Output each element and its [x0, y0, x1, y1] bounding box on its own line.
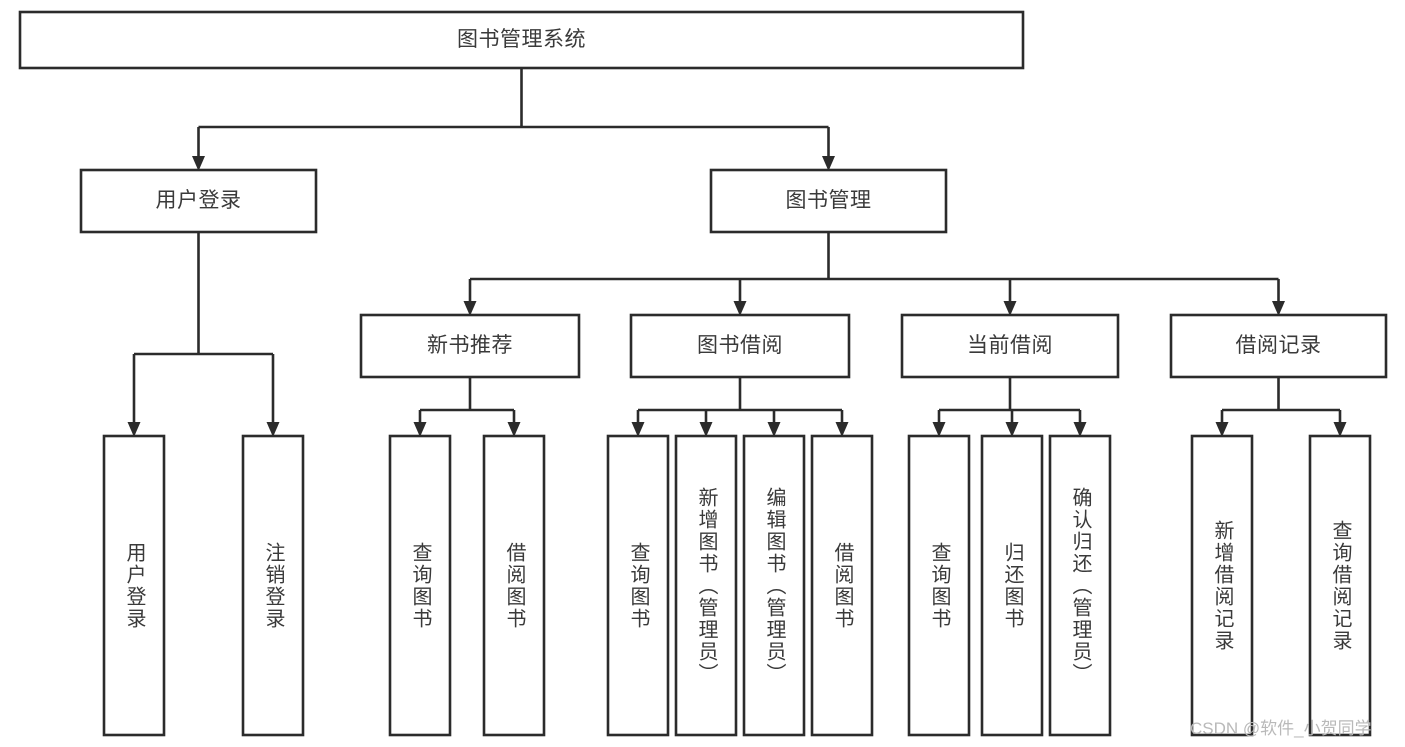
edge-arrowhead-book-management — [822, 156, 835, 171]
edge-group-from-book-management — [463, 232, 1285, 316]
node-box-root[interactable] — [18, 10, 1025, 70]
node-box-leaf-query-book-1[interactable] — [388, 434, 452, 737]
node-box-leaf-borrow-book-1[interactable] — [482, 434, 546, 737]
node-box-book-management[interactable] — [709, 168, 948, 234]
node-box-leaf-query-record[interactable] — [1308, 434, 1372, 737]
edge-arrowhead-leaf-query-book-3 — [932, 422, 946, 437]
edge-arrowhead-leaf-user-login — [127, 422, 141, 437]
node-box-borrow-record[interactable] — [1169, 313, 1388, 379]
node-box-current-borrow[interactable] — [900, 313, 1120, 379]
edge-arrowhead-leaf-return-book — [1005, 422, 1019, 437]
edge-group-from-borrow-record — [1215, 377, 1347, 437]
edge-group-from-user-login — [127, 232, 280, 437]
edge-arrowhead-leaf-query-record — [1333, 422, 1347, 437]
edge-group-from-current-borrow — [932, 377, 1087, 437]
edge-arrowhead-book-borrow — [733, 301, 747, 316]
node-layer — [18, 10, 1388, 737]
node-box-leaf-add-book[interactable] — [674, 434, 738, 737]
node-box-user-login[interactable] — [79, 168, 318, 234]
edge-arrowhead-leaf-logout — [266, 422, 280, 437]
edge-arrowhead-leaf-borrow-book-1 — [507, 422, 521, 437]
node-box-leaf-query-book-3[interactable] — [907, 434, 971, 737]
node-box-leaf-user-login[interactable] — [102, 434, 166, 737]
edge-arrowhead-leaf-query-book-2 — [631, 422, 645, 437]
edge-arrowhead-user-login — [192, 156, 205, 171]
edge-layer — [127, 68, 1347, 437]
node-box-book-borrow[interactable] — [629, 313, 851, 379]
node-box-new-book-recommend[interactable] — [359, 313, 581, 379]
edge-group-from-new-book-recommend — [413, 377, 521, 437]
edge-group-from-root — [192, 68, 835, 171]
node-box-leaf-confirm-return[interactable] — [1048, 434, 1112, 737]
edge-arrowhead-leaf-add-book — [699, 422, 713, 437]
node-box-leaf-edit-book[interactable] — [742, 434, 806, 737]
node-box-leaf-borrow-book-2[interactable] — [810, 434, 874, 737]
node-box-leaf-return-book[interactable] — [980, 434, 1044, 737]
edge-arrowhead-leaf-query-book-1 — [413, 422, 427, 437]
edge-arrowhead-leaf-add-record — [1215, 422, 1229, 437]
node-box-leaf-query-book-2[interactable] — [606, 434, 670, 737]
edge-arrowhead-leaf-borrow-book-2 — [835, 422, 849, 437]
edge-arrowhead-borrow-record — [1272, 301, 1285, 316]
edge-arrowhead-new-book-recommend — [463, 301, 477, 316]
edge-arrowhead-leaf-edit-book — [767, 422, 781, 437]
edge-arrowhead-leaf-confirm-return — [1073, 422, 1087, 437]
node-box-leaf-add-record[interactable] — [1190, 434, 1254, 737]
edge-group-from-book-borrow — [631, 377, 849, 437]
node-box-leaf-logout[interactable] — [241, 434, 305, 737]
edge-arrowhead-current-borrow — [1003, 301, 1017, 316]
